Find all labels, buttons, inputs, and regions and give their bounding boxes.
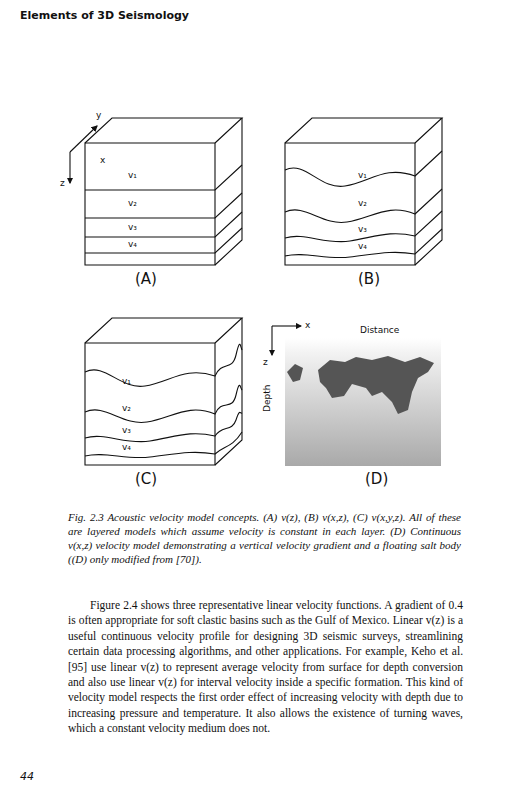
page-number: 44 bbox=[20, 770, 34, 783]
layer-label: v₃ bbox=[122, 425, 131, 435]
axis-label: x bbox=[100, 155, 105, 165]
axis-label: y bbox=[96, 110, 101, 120]
layer-label: v₂ bbox=[128, 198, 137, 208]
panel-d bbox=[272, 326, 441, 466]
layer-label: v₄ bbox=[122, 442, 131, 452]
cube-b bbox=[285, 118, 442, 265]
layer-label: v₄ bbox=[128, 239, 137, 249]
body-text: Figure 2.4 shows three representative li… bbox=[68, 598, 463, 737]
layer-label: v₂ bbox=[358, 198, 367, 208]
layer-label: v₃ bbox=[358, 224, 367, 234]
layer-label: v₂ bbox=[122, 403, 131, 413]
panel-label: (D) bbox=[365, 470, 388, 488]
layer-label: v₁ bbox=[128, 170, 137, 180]
axis-label: Distance bbox=[360, 325, 399, 335]
layer-label: v₃ bbox=[128, 222, 137, 232]
running-header: Elements of 3D Seismology bbox=[20, 9, 189, 22]
axis-label: x bbox=[305, 320, 310, 330]
axis-label: z bbox=[263, 357, 268, 367]
layer-label: v₁ bbox=[358, 170, 367, 180]
layer-label: v₄ bbox=[358, 241, 367, 251]
layer-label: v₁ bbox=[122, 376, 131, 386]
cube-c bbox=[85, 318, 242, 465]
axis-label: Depth bbox=[262, 385, 272, 412]
axis-label: z bbox=[60, 178, 65, 188]
panel-label: (C) bbox=[135, 470, 157, 488]
cube-a bbox=[70, 118, 242, 265]
panel-label: (B) bbox=[358, 270, 380, 288]
panel-label: (A) bbox=[135, 270, 157, 288]
figure-caption: Fig. 2.3 Acoustic velocity model concept… bbox=[68, 510, 461, 566]
